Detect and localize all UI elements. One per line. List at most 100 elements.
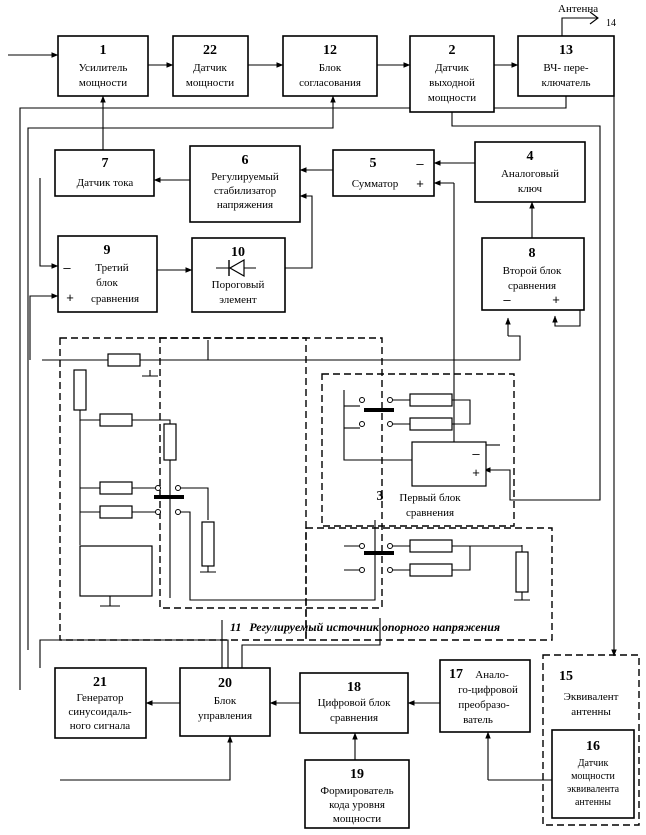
block-13-line-1: ВЧ- пере- <box>543 62 589 74</box>
block-12-num: 12 <box>323 43 337 58</box>
block-17-num: 17 <box>449 667 463 682</box>
switch-contact <box>360 568 365 573</box>
block-10-line-2: элемент <box>219 294 257 306</box>
block-5-adder: 5 Сумматор – + <box>333 150 434 196</box>
wire-ref-out <box>208 336 520 360</box>
resistor <box>202 522 214 566</box>
block-16-line-4: антенны <box>575 797 611 808</box>
block-16-num: 16 <box>586 739 600 754</box>
switch-contact <box>360 422 365 427</box>
block-6-line-3: напряжения <box>217 199 273 211</box>
resistor <box>410 394 452 406</box>
block-15-line-2: антенны <box>571 706 611 718</box>
block-19-code-former: 19 Формирователь кода уровня мощности <box>305 760 409 828</box>
block-12-line-2: согласования <box>299 77 361 89</box>
block-18-digital-compare: 18 Цифровой блок сравнения <box>300 673 408 733</box>
block-2-num: 2 <box>449 43 456 58</box>
block-5-line-1: Сумматор <box>352 178 399 190</box>
block-2-line-3: мощности <box>428 92 476 104</box>
block-2-line-1: Датчик <box>435 62 469 74</box>
resistor <box>100 506 132 518</box>
antenna-label: Антенна 14 <box>558 3 616 29</box>
switch-contact <box>176 486 181 491</box>
block-1-amplifier: 1 Усилитель мощности <box>58 36 148 96</box>
block-21-line-1: Генератор <box>77 692 124 704</box>
block-1-line-2: мощности <box>79 77 127 89</box>
block-16-line-2: мощности <box>571 771 615 782</box>
block-13-rf-switch: 13 ВЧ- пере- ключатель <box>518 36 614 96</box>
block-2-line-2: выходной <box>429 77 475 89</box>
block-18-line-2: сравнения <box>330 712 378 724</box>
wire-ref-9 <box>30 296 58 360</box>
switch-contact <box>388 398 393 403</box>
resistor <box>164 424 176 460</box>
svg-text:11Регулируемый источник опорно: 11Регулируемый источник опорного напряже… <box>230 620 500 634</box>
block-15-antenna-equivalent-label: 15 Эквивалент антенны <box>559 669 619 718</box>
block-22-power-sensor: 22 Датчик мощности <box>173 36 248 96</box>
block-21-line-2: синусоидаль- <box>68 706 132 718</box>
block-9-line-2: блок <box>96 277 118 289</box>
block-7-line-1: Датчик тока <box>77 177 134 189</box>
block-9-line-1: Третий <box>95 262 128 274</box>
antenna-num: 14 <box>606 18 616 29</box>
block-8-plus: + <box>552 292 560 307</box>
block-12-line-1: Блок <box>319 62 342 74</box>
block-8-num: 8 <box>529 246 536 261</box>
block-9-third-compare: 9 Третий блок сравнения – + <box>58 236 157 312</box>
switch-bar <box>364 551 394 555</box>
block-6-num: 6 <box>242 153 249 168</box>
block-9-plus: + <box>66 290 74 305</box>
block-6-line-1: Регулируемый <box>211 171 279 183</box>
block-17-line-3: преобразо- <box>458 699 510 711</box>
block-18-line-1: Цифровой блок <box>318 697 392 709</box>
block-8-second-compare: 8 Второй блок сравнения – + <box>482 238 584 310</box>
block-7-num: 7 <box>102 156 109 171</box>
resistor <box>516 552 528 592</box>
switch-contact <box>360 544 365 549</box>
block-8-line-1: Второй блок <box>503 265 562 277</box>
block-17-line-4: ватель <box>463 714 493 726</box>
block-17-adc: 17 Анало- го-цифровой преобразо- ватель <box>440 660 530 732</box>
block-20-control: 20 Блок управления <box>180 668 270 736</box>
block-17-line-2: го-цифровой <box>458 684 518 696</box>
block-12-matching: 12 Блок согласования <box>283 36 377 96</box>
block-6-line-2: стабилизатор <box>214 185 277 197</box>
block-7-current-sensor: 7 Датчик тока <box>55 150 154 196</box>
block-18-num: 18 <box>347 680 361 695</box>
wire-loop-20 <box>60 736 230 780</box>
block-8-minus: – <box>503 292 511 307</box>
group-3-line-2: сравнения <box>406 507 454 519</box>
switch-bar <box>154 495 184 499</box>
block-1-line-1: Усилитель <box>79 62 128 74</box>
block-2-output-sensor: 2 Датчик выходной мощности <box>410 36 494 112</box>
comparator-3-plus: + <box>472 465 480 480</box>
block-16-line-3: эквивалента <box>567 784 620 795</box>
group-3-num: 3 <box>377 489 384 504</box>
block-21-line-3: ного сигнала <box>70 720 131 732</box>
block-16-equivalent-sensor: 16 Датчик мощности эквивалента антенны <box>552 730 634 818</box>
block-9-minus: – <box>63 260 71 275</box>
resistor <box>410 540 452 552</box>
resistor <box>100 414 132 426</box>
block-20-line-2: управления <box>198 710 252 722</box>
block-9-line-3: сравнения <box>91 293 139 305</box>
block-4-num: 4 <box>527 149 534 164</box>
block-4-line-1: Аналоговый <box>501 168 559 180</box>
block-20-line-1: Блок <box>214 695 237 707</box>
block-5-num: 5 <box>370 156 377 171</box>
group-11-inner-frame <box>160 338 382 608</box>
block-10-threshold: 10 Пороговый элемент <box>192 238 285 312</box>
resistor <box>410 564 452 576</box>
block-15-num: 15 <box>559 669 573 684</box>
block-6-stabilizer: 6 Регулируемый стабилизатор напряжения <box>190 146 300 222</box>
comparator-3-minus: – <box>472 446 480 461</box>
resistor <box>108 354 140 366</box>
switch-contact <box>156 510 161 515</box>
block-5-plus: + <box>416 176 424 191</box>
block-10-line-1: Пороговый <box>212 279 265 291</box>
block-4-line-2: ключ <box>518 183 543 195</box>
resistor <box>74 370 86 410</box>
block-21-sine-generator: 21 Генератор синусоидаль- ного сигнала <box>55 668 146 738</box>
block-15-line-1: Эквивалент <box>564 691 619 703</box>
switch-contact <box>388 544 393 549</box>
